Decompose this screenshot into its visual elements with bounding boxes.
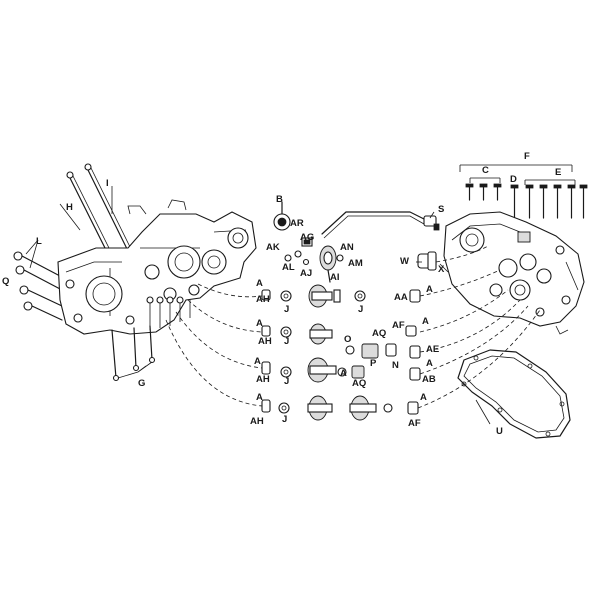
- label-u: U: [496, 426, 503, 437]
- bolt-e-1: [525, 184, 534, 219]
- label-al: AL: [282, 262, 295, 273]
- label-af-row2: AF: [392, 320, 405, 331]
- label-ak: AK: [266, 242, 280, 253]
- label-ai: AI: [330, 272, 340, 283]
- label-s: S: [438, 204, 444, 215]
- label-j-row1b: J: [358, 304, 363, 315]
- label-h: H: [66, 202, 73, 213]
- label-j-row2: J: [284, 336, 289, 347]
- label-x: X: [438, 264, 445, 275]
- crankcase-left: [57, 199, 257, 335]
- bolt-d: [510, 184, 519, 219]
- cam-cover-gasket: [457, 349, 571, 439]
- label-a-row4: A: [256, 392, 263, 403]
- cam-row-4: [261, 395, 419, 421]
- bolt-c-3: [493, 183, 502, 201]
- label-o: O: [344, 334, 351, 345]
- cam-row-2: [261, 323, 421, 359]
- label-j-row4: J: [282, 414, 287, 425]
- label-d: D: [510, 174, 517, 185]
- label-a-row3: A: [254, 356, 261, 367]
- label-g: G: [138, 378, 145, 389]
- oil-line: [321, 211, 440, 239]
- bolt-e-3: [553, 184, 562, 219]
- side-bolt-1: [13, 251, 61, 277]
- label-ae: AE: [426, 344, 439, 355]
- label-ag: AG: [300, 232, 314, 243]
- label-p: P: [370, 358, 377, 369]
- label-a-row1r: A: [426, 284, 433, 295]
- label-aa: AA: [394, 292, 408, 303]
- cam-row-3: [261, 357, 421, 383]
- label-a-row4r: A: [420, 392, 427, 403]
- label-c: C: [482, 165, 489, 176]
- label-an: AN: [340, 242, 354, 253]
- label-i: I: [106, 178, 109, 189]
- side-bolts-group: [13, 239, 63, 321]
- callout-labels: F C D E I H L Q G B AR AG AK AL AJ AN AM…: [2, 151, 561, 437]
- label-a-row2: A: [256, 318, 263, 329]
- label-f: F: [524, 151, 530, 162]
- label-ah-row2: AH: [258, 336, 272, 347]
- side-bolt-3: [19, 285, 63, 307]
- label-aq-row3: AQ: [352, 378, 366, 389]
- label-ar: AR: [290, 218, 304, 229]
- label-j-row1: J: [284, 304, 289, 315]
- lower-studs-group: [111, 325, 156, 382]
- bolt-e-4: [567, 184, 576, 219]
- label-j-row3: J: [284, 376, 289, 387]
- bolt-e-5: [579, 184, 588, 219]
- label-a-row3r: A: [426, 358, 433, 369]
- label-a-row1: A: [256, 278, 263, 289]
- callout-leaders: [59, 186, 491, 425]
- label-aq-row2: AQ: [372, 328, 386, 339]
- assembly-dashed-lines: [165, 245, 541, 409]
- label-aj: AJ: [300, 268, 312, 279]
- label-af-row4: AF: [408, 418, 421, 429]
- label-n: N: [392, 360, 399, 371]
- bolt-c-2: [479, 183, 488, 201]
- label-b: B: [276, 194, 283, 205]
- label-e: E: [555, 167, 561, 178]
- bolt-kit-group: [459, 164, 588, 219]
- label-a-row3m: A: [340, 368, 347, 379]
- bolt-e-2: [539, 184, 548, 219]
- long-studs-group: [66, 163, 134, 259]
- label-l: L: [36, 236, 42, 247]
- label-a-row2r: A: [422, 316, 429, 327]
- cam-cover-right: [443, 211, 585, 335]
- top-gear-cluster: [273, 201, 344, 283]
- label-am: AM: [348, 258, 363, 269]
- label-q: Q: [2, 276, 9, 287]
- bolt-c-1: [465, 183, 474, 201]
- label-w: W: [400, 256, 409, 267]
- label-ah-row1: AH: [256, 294, 270, 305]
- label-ah-row3: AH: [256, 374, 270, 385]
- side-bolt-4: [23, 301, 63, 321]
- side-bolt-2: [15, 265, 63, 291]
- label-ab: AB: [422, 374, 436, 385]
- label-ah-row4: AH: [250, 416, 264, 427]
